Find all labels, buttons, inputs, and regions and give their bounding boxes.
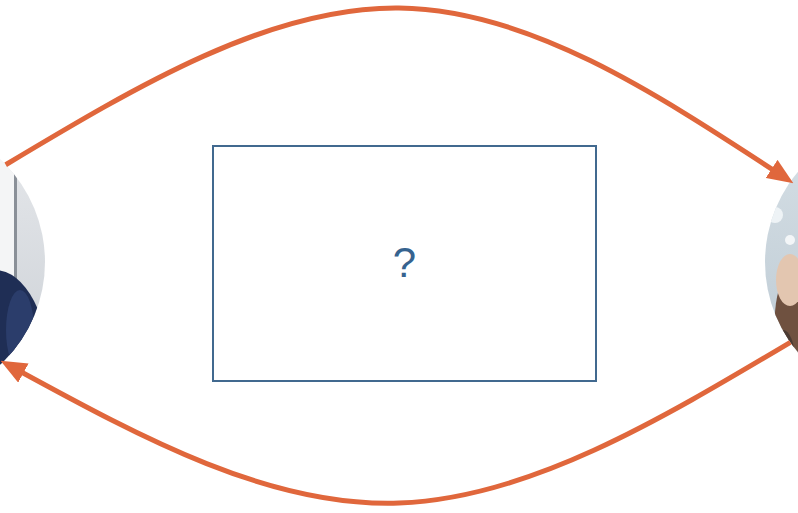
photo-circle bbox=[0, 122, 45, 402]
node-text: ? bbox=[393, 240, 416, 286]
photo-circle bbox=[765, 122, 798, 402]
question-box: ? bbox=[212, 145, 597, 382]
left-photo bbox=[0, 120, 50, 480]
